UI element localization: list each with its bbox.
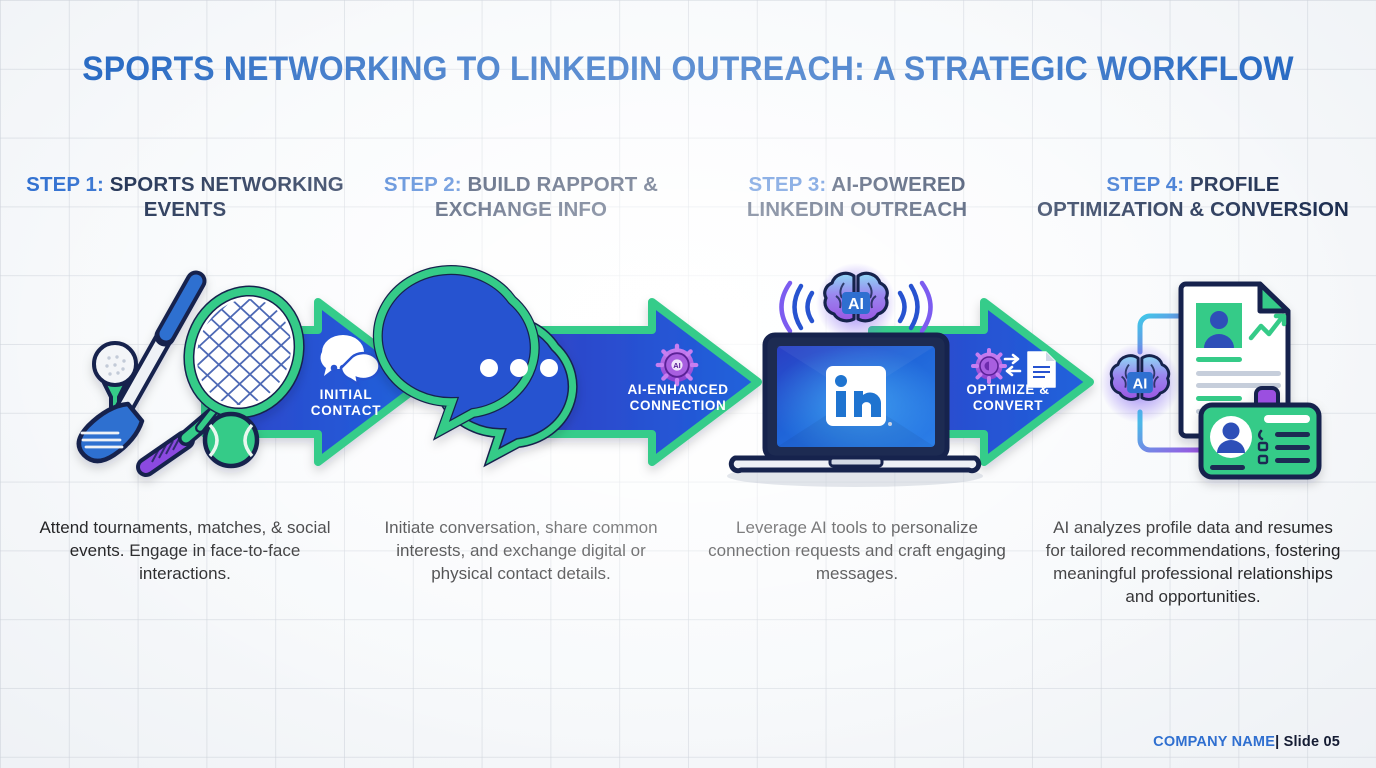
arrow-3-line2: CONVERT: [973, 398, 1043, 413]
arrow-ai-enhanced-connection: [536, 298, 762, 466]
step-1-heading: STEP 1: SPORTS NETWORKING EVENTS: [26, 172, 344, 222]
tennis-ball: [202, 411, 260, 469]
speech-bubble-front: [372, 265, 540, 441]
step-4-description: AI analyzes profile data and resumes for…: [1045, 518, 1341, 606]
step-3-label: STEP 3:: [748, 173, 827, 196]
step-column-4: STEP 4: PROFILE OPTIMIZATION & CONVERSIO…: [1034, 172, 1352, 222]
profile-optimization-illustration: AI: [1100, 281, 1322, 480]
step-column-3: STEP 3: AI-POWERED LINKEDIN OUTREACH: [698, 172, 1016, 222]
step-column-1: STEP 1: SPORTS NETWORKING EVENTS: [26, 172, 344, 222]
step-3-description: Leverage AI tools to personalize connect…: [708, 518, 1006, 583]
typing-dots: [480, 359, 558, 377]
golf-club: [76, 270, 207, 464]
profile-photo: [1196, 303, 1242, 348]
id-card: [1198, 386, 1322, 480]
company-name: COMPANY NAME: [1153, 734, 1276, 750]
linkedin-logo: [826, 366, 892, 426]
brain-exchange-document-icon: [971, 348, 1056, 388]
step-2-title: BUILD RAPPORT & EXCHANGE INFO: [434, 173, 659, 221]
growth-chart-icon: [1248, 313, 1287, 341]
arrow-2-line2: CONNECTION: [630, 398, 727, 413]
ai-brain-icon: AI: [655, 343, 699, 387]
step-1-label: STEP 1:: [26, 173, 104, 196]
step-4-title: PROFILE OPTIMIZATION & CONVERSION: [1037, 173, 1349, 221]
arrow-1-line1: INITIAL: [320, 387, 373, 402]
laptop-linkedin-illustration: AI: [727, 263, 983, 487]
connector-lines: [1137, 313, 1203, 453]
step-2-heading: STEP 2: BUILD RAPPORT & EXCHANGE INFO: [362, 172, 680, 222]
svg-text:AI: AI: [1133, 377, 1148, 393]
signal-waves: [779, 280, 933, 334]
slide-number: Slide 05: [1283, 734, 1340, 750]
step-4-heading: STEP 4: PROFILE OPTIMIZATION & CONVERSIO…: [1034, 172, 1352, 222]
page-title: SPORTS NETWORKING TO LINKEDIN OUTREACH: …: [82, 50, 1294, 88]
step-3-heading: STEP 3: AI-POWERED LINKEDIN OUTREACH: [698, 172, 1016, 222]
chat-bubble-icon: [320, 335, 381, 387]
step-1-description: Attend tournaments, matches, & social ev…: [39, 518, 331, 583]
ai-brain-icon: AI: [1109, 354, 1171, 401]
exchange-arrows-icon: [1003, 353, 1022, 377]
id-avatar: [1210, 416, 1252, 458]
ai-brain-icon: AI: [823, 271, 889, 323]
step-1-title: SPORTS NETWORKING EVENTS: [103, 173, 344, 221]
svg-text:AI: AI: [673, 361, 680, 370]
footer-separator: |: [1275, 734, 1280, 750]
svg-text:AI: AI: [848, 296, 864, 313]
arrow-3-line1: OPTIMIZE &: [966, 382, 1049, 397]
document-icon: [1027, 351, 1056, 388]
footer: COMPANY NAME| Slide 05: [1153, 734, 1340, 750]
step-column-2: STEP 2: BUILD RAPPORT & EXCHANGE INFO: [362, 172, 680, 222]
step-4-label: STEP 4:: [1106, 173, 1185, 196]
step-2-description: Initiate conversation, share common inte…: [384, 518, 658, 583]
arrow-1-line2: CONTACT: [311, 403, 382, 418]
speech-bubbles-illustration: [372, 265, 578, 468]
id-card-lines: [1210, 415, 1310, 470]
arrow-2-line1: AI-ENHANCED: [627, 382, 728, 397]
golf-ball-on-tee: [92, 341, 138, 423]
step-3-title: AI-POWERED LINKEDIN OUTREACH: [746, 173, 968, 221]
laptop: [728, 332, 982, 474]
step-2-label: STEP 2:: [383, 173, 462, 196]
